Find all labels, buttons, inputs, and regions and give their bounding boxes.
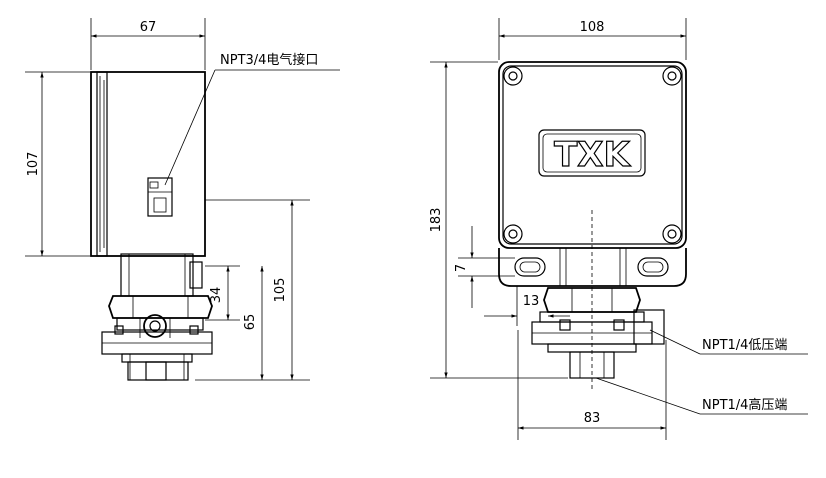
dim-front-slot: 7: [454, 226, 515, 308]
logo-text: TXK: [554, 135, 631, 175]
dim-front-width-label: 108: [580, 20, 605, 35]
dim-side-height: 107: [25, 71, 90, 257]
note-electrical: NPT3/4电气接口: [164, 52, 340, 186]
dim-side-flange-label: 65: [243, 314, 258, 331]
dim-side-total: 105: [273, 200, 294, 380]
dim-side-total-label: 105: [273, 278, 288, 303]
note-high-pressure-label: NPT1/4高压端: [702, 397, 787, 413]
side-valve-block: [101, 314, 213, 381]
front-connector: [531, 210, 665, 392]
side-view: 67 107 34 65 105 NPT3/4电气接口: [25, 18, 340, 381]
dim-front-offset-label: 13: [523, 294, 540, 309]
side-housing: [90, 71, 206, 257]
front-base: [498, 248, 687, 287]
dim-side-width: 67: [90, 18, 206, 70]
dim-front-offset: 13: [484, 286, 570, 326]
dim-side-connector: 34: [209, 266, 230, 320]
dim-front-slot-label: 7: [454, 264, 469, 272]
dim-side-flange: 65: [243, 266, 264, 380]
side-connector: [108, 253, 213, 319]
dim-front-bottom: 83: [517, 330, 667, 440]
note-low-pressure: NPT1/4低压端: [649, 329, 808, 355]
note-high-pressure: NPT1/4高压端: [595, 377, 808, 415]
dim-front-height-label: 183: [429, 208, 444, 233]
dim-front-width: 108: [498, 18, 687, 60]
dim-side-connector-label: 34: [209, 287, 224, 304]
dim-front-height: 183: [429, 61, 568, 379]
note-electrical-label: NPT3/4电气接口: [220, 52, 318, 68]
dim-side-width-label: 67: [140, 20, 157, 35]
dim-side-height-label: 107: [26, 152, 41, 177]
front-housing: TXK: [498, 61, 687, 249]
dim-front-bottom-label: 83: [584, 411, 601, 426]
front-view: TXK: [429, 18, 808, 440]
note-low-pressure-label: NPT1/4低压端: [702, 338, 787, 353]
